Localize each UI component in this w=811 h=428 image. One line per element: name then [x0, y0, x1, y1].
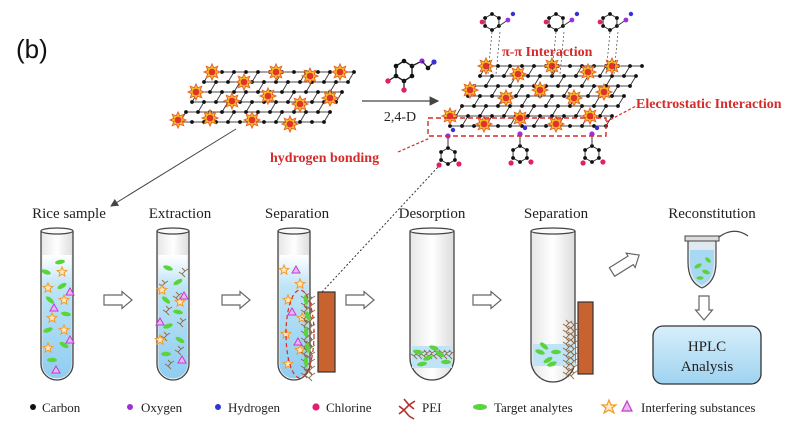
- magnet-separation-1: [317, 291, 336, 373]
- tube-desorption: [409, 227, 456, 381]
- process-arrow-icon: [608, 252, 640, 278]
- legend-oxygen-icon: [127, 404, 133, 410]
- step-label-separation-1: Separation: [265, 206, 330, 222]
- electrostatic-highlight-box: [427, 117, 607, 137]
- legend-target-label: Target analytes: [494, 400, 573, 415]
- process-tubes: [40, 227, 578, 383]
- legend: Carbon Oxygen Hydrogen Chlorine PEI Targ…: [30, 398, 755, 420]
- hplc-label-line2: Analysis: [681, 359, 734, 375]
- panel-label: (b): [16, 34, 48, 64]
- tube-separation-1: [277, 227, 316, 382]
- process-arrow-icon: [345, 290, 375, 310]
- zoom-link-line: [321, 166, 439, 293]
- legend-interfering-label: Interfering substances: [641, 400, 755, 415]
- step-label-extraction: Extraction: [149, 206, 212, 222]
- tube-separation-2: [530, 227, 578, 383]
- magnet-separation-2: [577, 301, 594, 375]
- graphene-sheet-right: [440, 56, 644, 134]
- legend-chlorine-label: Chlorine: [326, 400, 372, 415]
- process-arrows: [103, 252, 714, 321]
- process-arrow-icon: [103, 290, 133, 310]
- hplc-analysis-box: [652, 325, 762, 385]
- process-arrow-icon: [694, 295, 714, 321]
- step-label-desorption: Desorption: [399, 206, 466, 222]
- hydrogen-bonding-label: hydrogen bonding: [270, 151, 379, 166]
- legend-hydrogen-label: Hydrogen: [228, 400, 280, 415]
- tube-extraction: [153, 227, 190, 381]
- reagent-label: 2,4-D: [384, 110, 416, 125]
- sheet-to-sample-arrow: [110, 128, 237, 207]
- tube-rice-sample: [40, 227, 75, 381]
- legend-triangle-icon: [621, 399, 633, 412]
- process-arrow-icon: [472, 290, 502, 310]
- step-label-rice-sample: Rice sample: [32, 206, 106, 222]
- reagent-molecule-icon: [385, 58, 437, 93]
- graphene-sheet-left: [168, 62, 356, 134]
- legend-target-icon: [473, 404, 487, 410]
- step-label-reconstitution: Reconstitution: [668, 206, 756, 222]
- legend-pei-label: PEI: [422, 400, 442, 415]
- pi-pi-interaction-label: π-π Interaction: [502, 45, 593, 60]
- legend-hydrogen-icon: [215, 404, 221, 410]
- legend-carbon-label: Carbon: [42, 400, 81, 415]
- adsorbed-molecules-top: [479, 11, 634, 75]
- legend-pei-icon: [398, 398, 416, 420]
- hplc-label-line1: HPLC: [688, 339, 726, 355]
- legend-chlorine-icon: [312, 403, 320, 411]
- adsorbed-molecules-bottom: [436, 125, 606, 168]
- legend-carbon-icon: [30, 404, 36, 410]
- step-label-separation-2: Separation: [524, 206, 589, 222]
- legend-oxygen-label: Oxygen: [141, 400, 183, 415]
- reconstitution-vial-icon: [684, 230, 749, 289]
- electrostatic-interaction-label: Electrostatic Interaction: [636, 97, 782, 112]
- process-arrow-icon: [221, 290, 251, 310]
- legend-star-icon: [600, 398, 618, 415]
- hbond-pointer: [397, 137, 431, 153]
- electrostatic-pointer: [605, 105, 637, 123]
